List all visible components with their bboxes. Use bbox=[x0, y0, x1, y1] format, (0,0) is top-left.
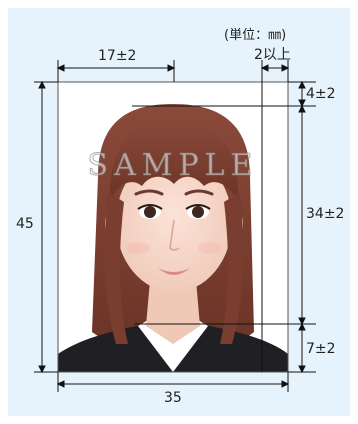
bottom-space-label: 7±2 bbox=[306, 341, 336, 357]
width-label: 35 bbox=[164, 390, 182, 406]
face-offset-label: 17±2 bbox=[98, 48, 137, 64]
mouth bbox=[158, 268, 190, 275]
nose bbox=[169, 219, 180, 251]
sample-watermark: SAMPLE bbox=[87, 148, 259, 184]
top-space-label: 4±2 bbox=[306, 86, 336, 102]
hair-right-strand bbox=[220, 192, 244, 344]
eyebrow-left bbox=[134, 189, 164, 196]
hair-bangs bbox=[109, 118, 239, 200]
shirt-collar bbox=[138, 320, 208, 372]
eyebrow-right bbox=[184, 189, 214, 196]
portrait-illustration bbox=[58, 104, 288, 372]
neck bbox=[146, 280, 200, 344]
face-height-label: 34±2 bbox=[306, 206, 345, 222]
margin-min-label: 2以上 bbox=[254, 47, 291, 63]
hair-left-strand bbox=[104, 192, 128, 344]
height-label: 45 bbox=[16, 216, 34, 232]
sample-photo: SAMPLE bbox=[58, 82, 288, 372]
photo-frame bbox=[57, 81, 289, 373]
unit-note: (単位：㎜) bbox=[224, 28, 287, 43]
